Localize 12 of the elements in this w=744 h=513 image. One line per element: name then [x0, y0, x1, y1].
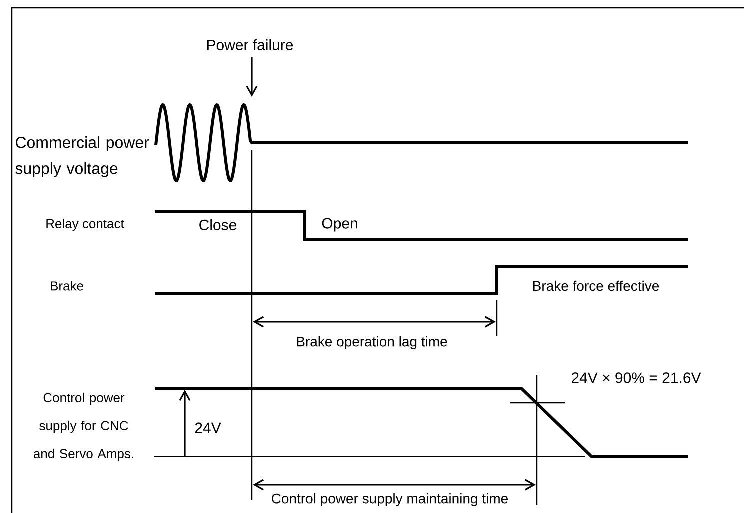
state-label: Close	[200, 220, 236, 230]
state-label: Open	[322, 218, 358, 232]
threshold-label: 24V × 90% = 21.6V	[572, 372, 702, 384]
signal-label: Commercial power supply voltage	[16, 136, 150, 178]
signal-label: Control power supply for CNC and Servo Amps.	[34, 392, 134, 462]
dimension-label: Brake operation lag time	[297, 336, 448, 350]
state-label: Brake force effective	[533, 280, 660, 292]
event-label: Power failure	[207, 40, 294, 50]
dimension-label: Control power supply maintaining time	[272, 493, 508, 507]
signal-label: Brake	[51, 281, 84, 291]
dimension-label: 24V	[195, 422, 222, 434]
signal-label: Relay contact	[46, 218, 124, 232]
